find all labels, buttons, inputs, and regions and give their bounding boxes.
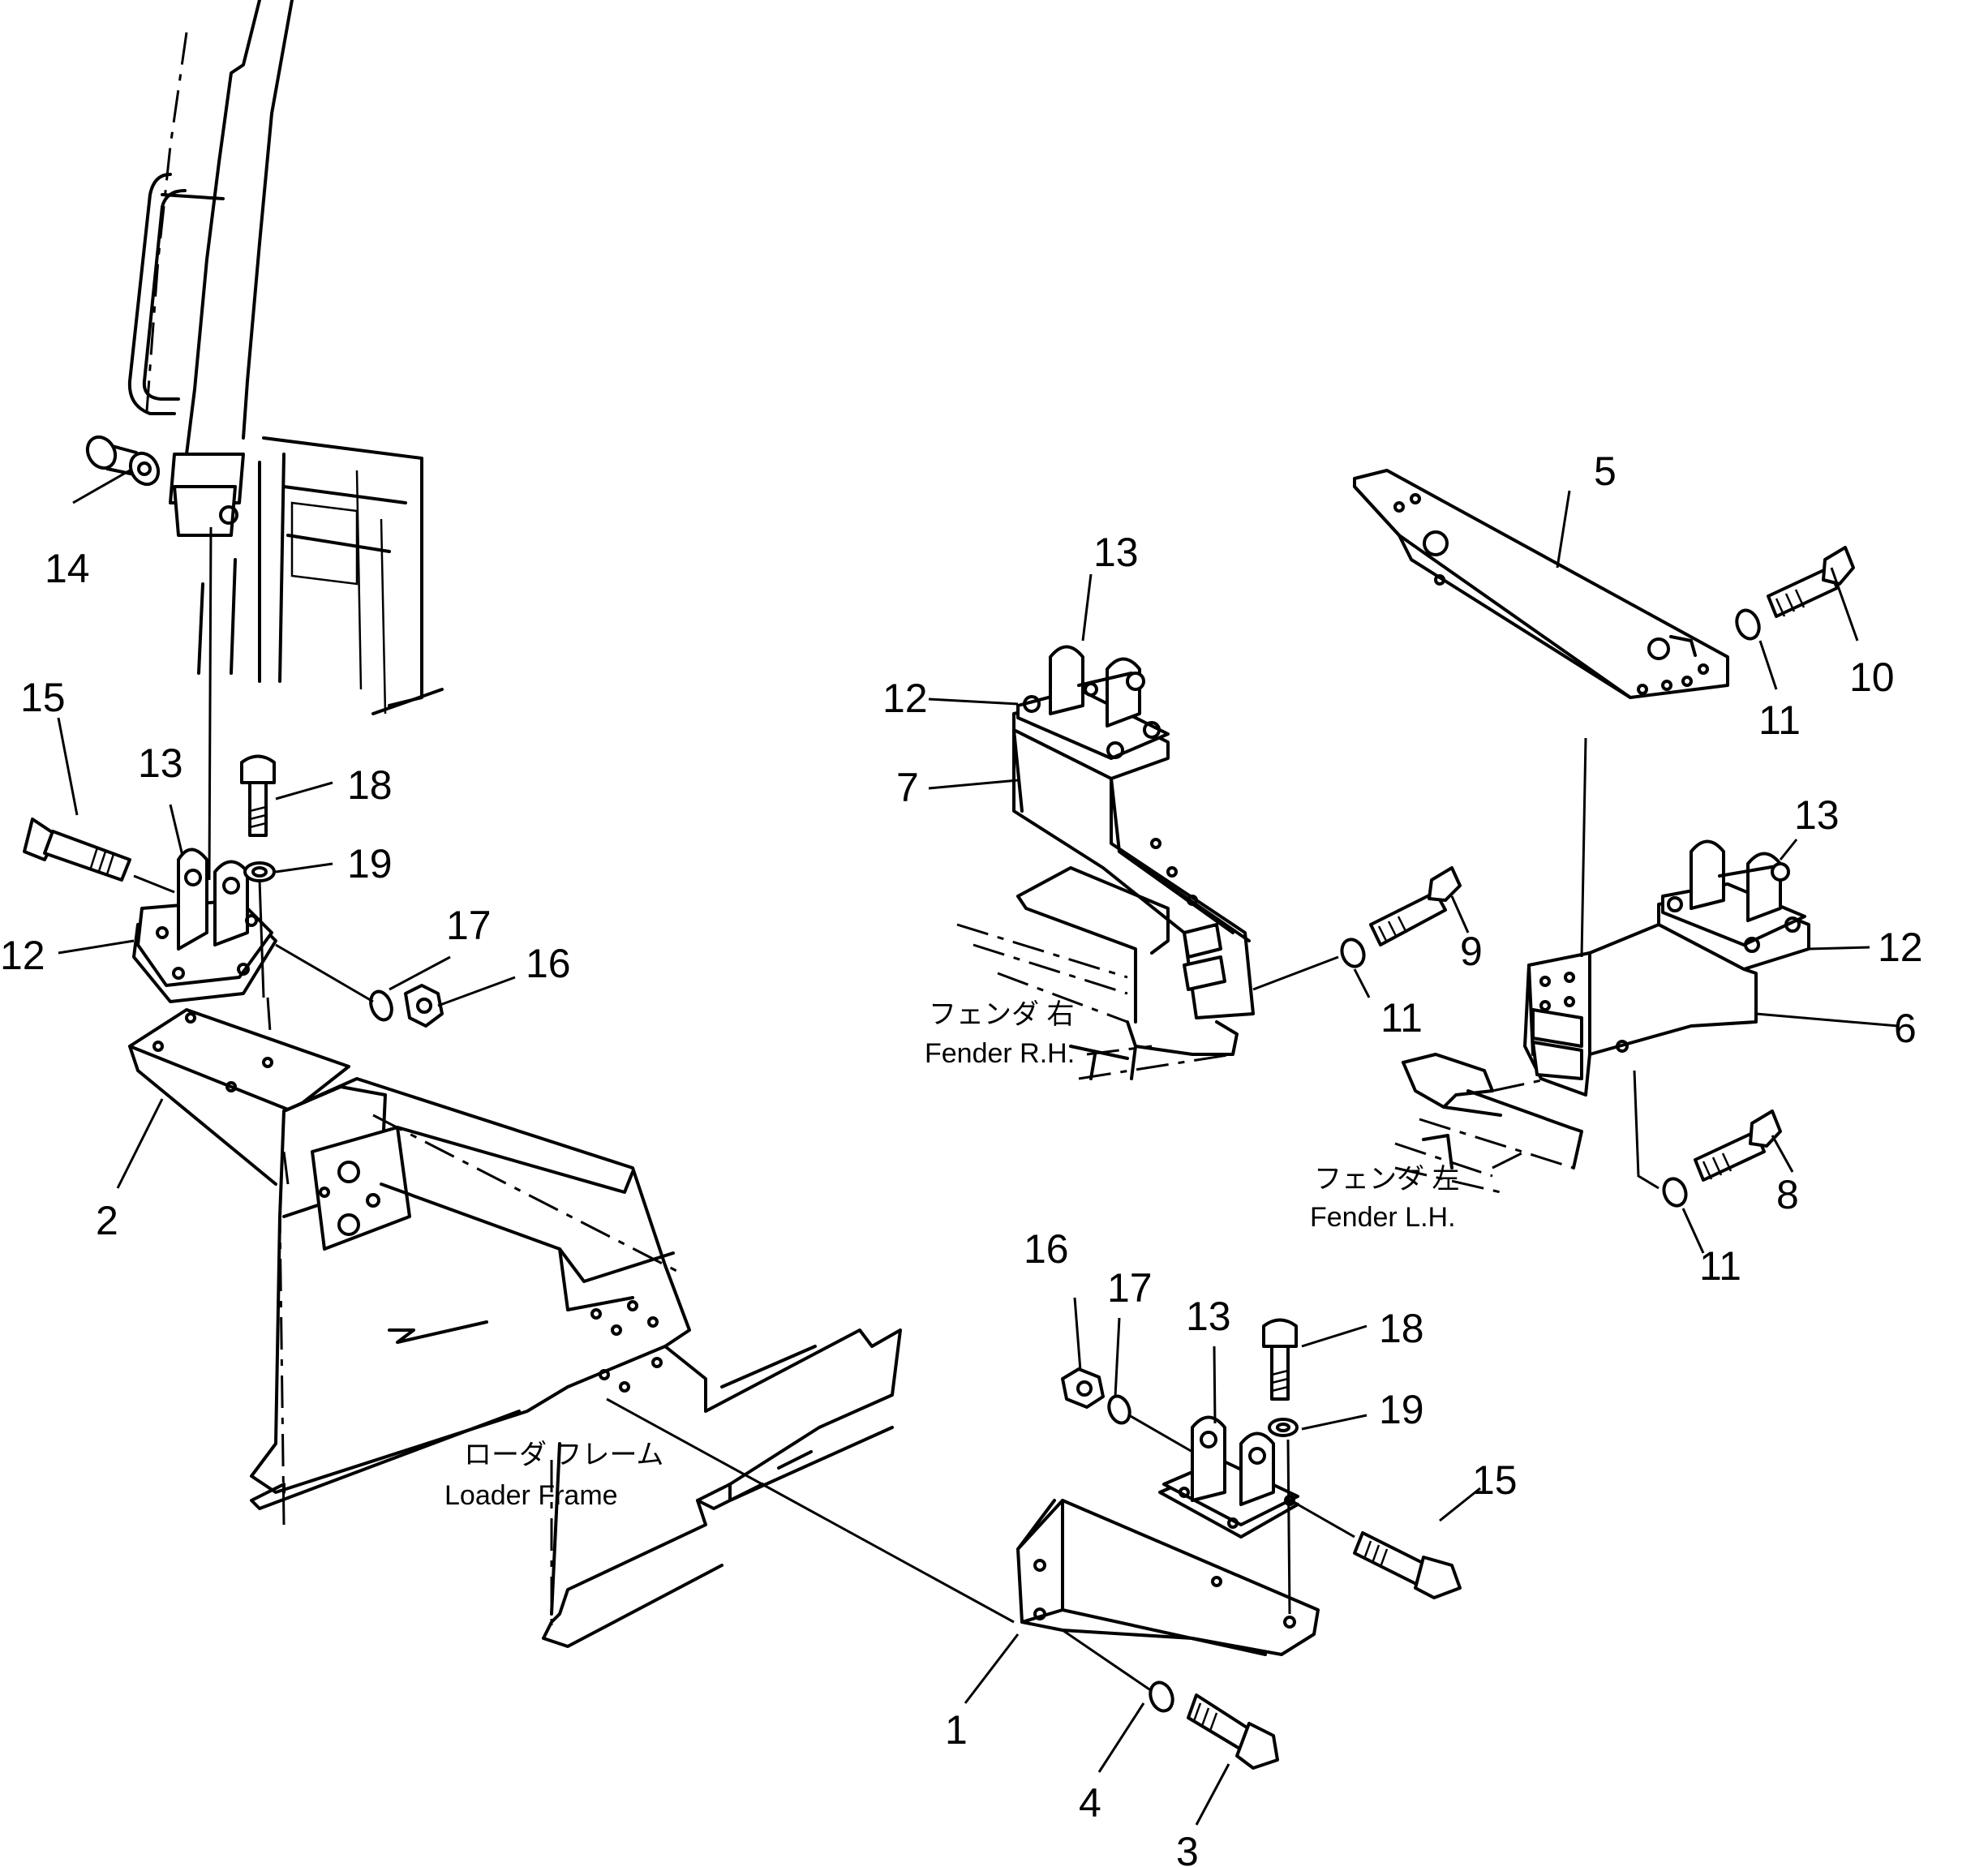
callout-15-lower: 15	[1472, 1457, 1518, 1503]
callout-6: 6	[1894, 1006, 1917, 1051]
callout-16-lower: 16	[1024, 1226, 1069, 1272]
leader-lines	[57, 469, 1899, 1826]
callout-3: 3	[1176, 1829, 1199, 1867]
callout-12-lh: 12	[1878, 925, 1923, 970]
callout-13-upper: 13	[138, 740, 183, 786]
callout-16-upper: 16	[526, 941, 571, 986]
lh-bracket-group	[1353, 469, 1855, 1208]
callout-8: 8	[1776, 1172, 1799, 1217]
callout-7: 7	[896, 765, 919, 810]
callout-12-upper: 12	[0, 933, 45, 978]
callout-2: 2	[96, 1198, 118, 1243]
callout-11-rh: 11	[1380, 995, 1423, 1041]
callout-12-rh: 12	[882, 676, 928, 721]
captions: フェンダ 右 Fender R.H. フェンダ 左 Fender L.H. ロー…	[444, 999, 1459, 1511]
callout-11-lh: 11	[1699, 1243, 1741, 1289]
callout-1: 1	[945, 1707, 968, 1753]
pin-part-14	[85, 435, 161, 487]
callout-10: 10	[1849, 655, 1895, 700]
callout-15-upper: 15	[20, 675, 66, 720]
callout-18-upper: 18	[347, 762, 393, 808]
fender-lh-jp-caption: フェンダ 左	[1314, 1164, 1459, 1195]
callout-14: 14	[45, 546, 90, 591]
loader-frame-drawing	[128, 1008, 1015, 1648]
callout-13-rh: 13	[1093, 530, 1139, 575]
callout-19-upper: 19	[347, 841, 393, 886]
callout-13-lower: 13	[1186, 1294, 1231, 1339]
callout-13-lh: 13	[1794, 792, 1840, 838]
callout-18-lower: 18	[1379, 1306, 1424, 1351]
callout-numbers: 14 15 13 18 19 12 17 16 2 1 4 3 16 17 13…	[0, 449, 1923, 1867]
callout-17-upper: 17	[446, 903, 492, 948]
fender-lh-en-caption: Fender L.H.	[1310, 1202, 1456, 1233]
fender-rh-en-caption: Fender R.H.	[925, 1038, 1075, 1069]
upper-left-mount-group	[23, 526, 444, 1055]
callout-17-lower: 17	[1107, 1265, 1153, 1311]
loader-frame-jp-caption: ローダ フレーム	[464, 1440, 663, 1470]
lower-mount-group	[1016, 1318, 1462, 1770]
rh-bracket-group	[956, 645, 1462, 1080]
callout-4: 4	[1079, 1780, 1101, 1826]
callout-19-lower: 19	[1379, 1387, 1424, 1432]
callout-11-top: 11	[1758, 697, 1801, 743]
fender-rh-jp-caption: フェンダ 右	[929, 999, 1074, 1030]
callout-5: 5	[1594, 449, 1617, 494]
cab-handrail-drawing	[127, 0, 444, 715]
callout-9: 9	[1460, 929, 1483, 974]
loader-frame-en-caption: Loader Frame	[444, 1480, 618, 1511]
